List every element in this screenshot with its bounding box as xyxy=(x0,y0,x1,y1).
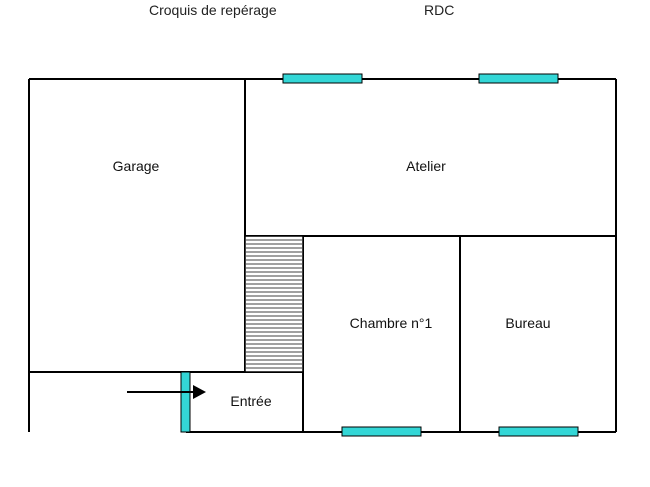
window-atelier-left xyxy=(282,73,363,84)
room-label-chambre: Chambre n°1 xyxy=(350,315,433,331)
staircase xyxy=(244,235,304,373)
room-label-bureau: Bureau xyxy=(505,315,550,331)
room-label-atelier: Atelier xyxy=(406,158,446,174)
windows xyxy=(282,73,579,437)
window-atelier-right xyxy=(478,73,559,84)
walls xyxy=(28,78,617,433)
room-label-entree: Entrée xyxy=(230,393,271,409)
window-bureau xyxy=(498,426,579,437)
entrance-door xyxy=(180,371,191,433)
entrance-arrow-icon xyxy=(127,385,206,399)
floor-level-label: RDC xyxy=(424,2,455,18)
window-chambre xyxy=(341,426,422,437)
room-label-garage: Garage xyxy=(113,158,160,174)
plan-title: Croquis de repérage xyxy=(149,2,277,18)
